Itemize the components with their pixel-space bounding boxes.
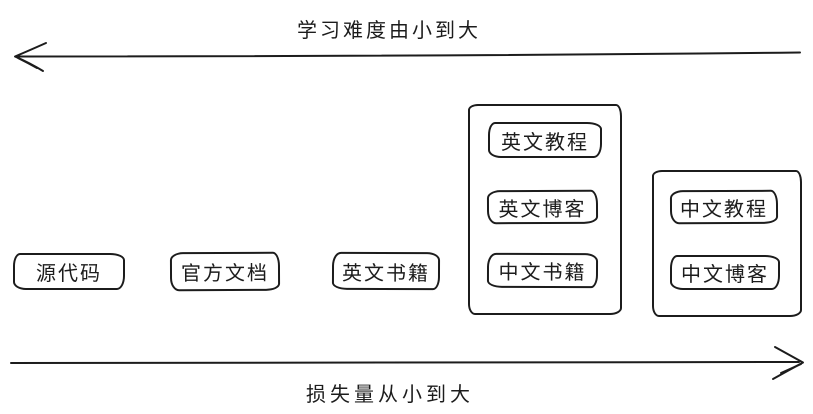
difficulty-arrow-left	[14, 42, 801, 72]
difficulty-axis-label: 学习难度由小到大	[297, 20, 481, 42]
box-english-books: 英文书籍	[331, 251, 441, 291]
box-english-blogs: 英文博客	[486, 189, 599, 225]
box-chinese-books: 中文书籍	[486, 252, 599, 289]
box-english-tutorials: 英文教程	[488, 122, 602, 158]
box-chinese-blogs: 中文博客	[670, 255, 780, 290]
loss-axis-label: 损失量从小到大	[306, 384, 474, 406]
group-box-english-resources: 英文教程 英文博客 中文书籍	[468, 104, 622, 315]
group-box-chinese-resources: 中文教程 中文博客	[652, 170, 802, 317]
box-source-code: 源代码	[13, 253, 125, 290]
loss-arrow-right	[10, 346, 804, 380]
box-official-docs: 官方文档	[169, 251, 281, 292]
box-chinese-tutorials: 中文教程	[669, 189, 779, 225]
